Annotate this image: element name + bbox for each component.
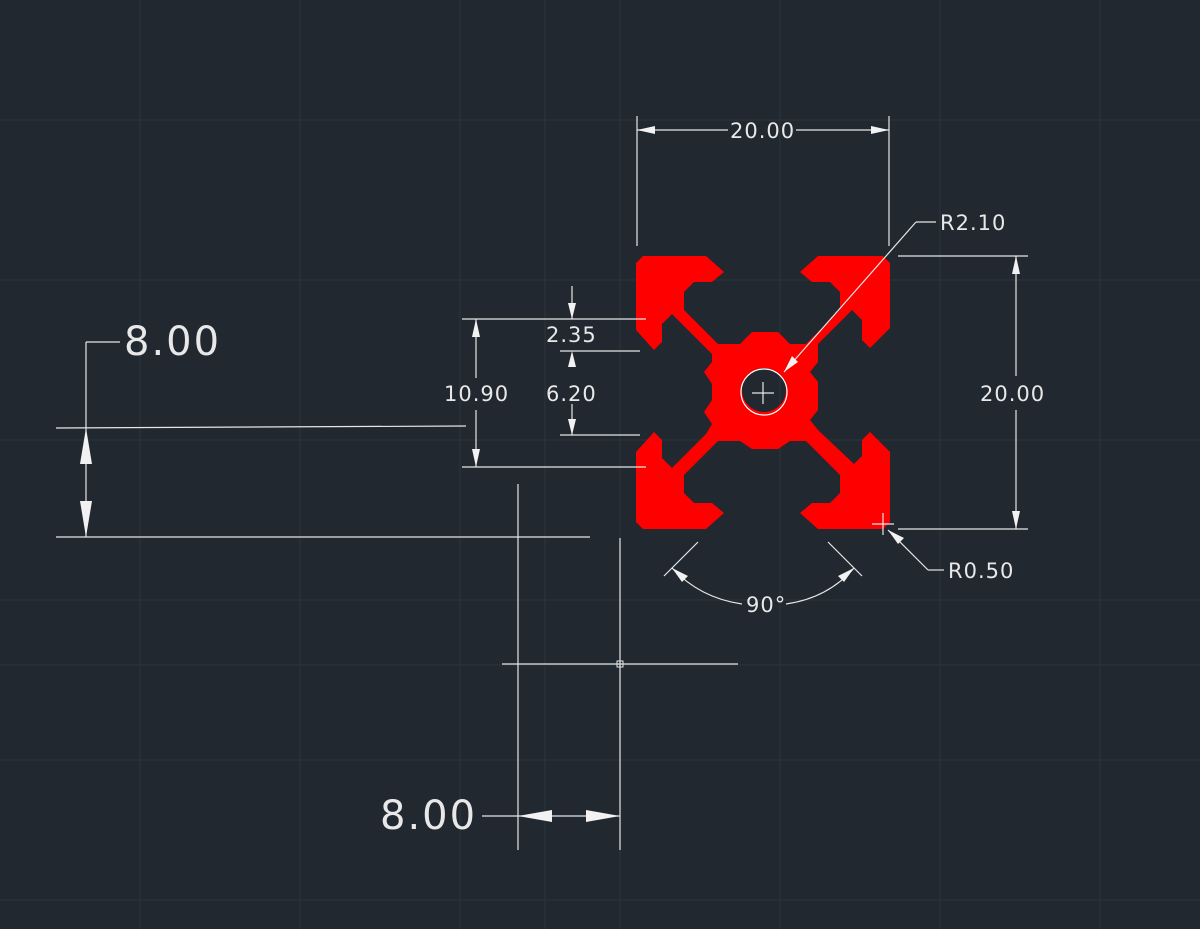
- arrow-up: [1012, 256, 1020, 274]
- hoffset-arrow-right: [586, 810, 620, 822]
- depth-arrow-up: [472, 319, 480, 337]
- hoffset-arrow-left: [518, 810, 552, 822]
- hole-radius-arrow: [784, 356, 798, 372]
- corner-radius-label: R0.50: [948, 559, 1014, 583]
- center-hole-outline: [740, 368, 788, 416]
- depth-label: 10.90: [444, 382, 509, 406]
- vertical-offset-dimension[interactable]: 8.00: [55, 319, 590, 538]
- hole-radius-leader: [783, 221, 917, 373]
- angle-label: 90°: [746, 593, 786, 617]
- extrusion-profile[interactable]: [636, 256, 890, 529]
- lip-arrow-up: [568, 351, 576, 367]
- offset-arrow-up: [80, 428, 92, 464]
- hole-radius-dimension[interactable]: R2.10: [783, 211, 1006, 373]
- slot-dimensions[interactable]: 2.35 6.20 10.90: [444, 286, 646, 468]
- height-dimension[interactable]: 20.00: [898, 255, 1045, 530]
- lip-label: 2.35: [546, 323, 597, 347]
- arrow-down: [1012, 511, 1020, 529]
- corner-radius-arrow: [888, 530, 904, 544]
- depth-arrow-down: [472, 449, 480, 467]
- angle-arrow-left: [672, 568, 688, 582]
- hole-radius-label: R2.10: [940, 211, 1006, 235]
- angle-dimension[interactable]: 90°: [663, 541, 863, 617]
- height-label: 20.00: [980, 382, 1045, 406]
- lip-arrow-down: [568, 303, 576, 319]
- horizontal-offset-label: 8.00: [380, 793, 477, 839]
- width-dimension[interactable]: 20.00: [636, 116, 890, 246]
- crosshair-cursor[interactable]: [502, 538, 738, 850]
- arrow-right: [871, 126, 889, 134]
- horizontal-offset-dimension[interactable]: 8.00: [380, 484, 620, 850]
- angle-ext-left: [663, 541, 699, 577]
- arrow-left: [637, 126, 655, 134]
- offset-arrow-down: [80, 501, 92, 537]
- crosshair-pickbox: [616, 660, 624, 668]
- opening-arrow-down: [568, 419, 576, 435]
- opening-label: 6.20: [546, 382, 597, 406]
- vertical-offset-label: 8.00: [124, 319, 221, 365]
- angle-arrow-right: [838, 568, 854, 582]
- angle-ext-right: [827, 541, 863, 577]
- width-label: 20.00: [730, 119, 795, 143]
- offset-ext-top: [55, 425, 467, 429]
- corner-radius-dimension[interactable]: R0.50: [872, 513, 1014, 583]
